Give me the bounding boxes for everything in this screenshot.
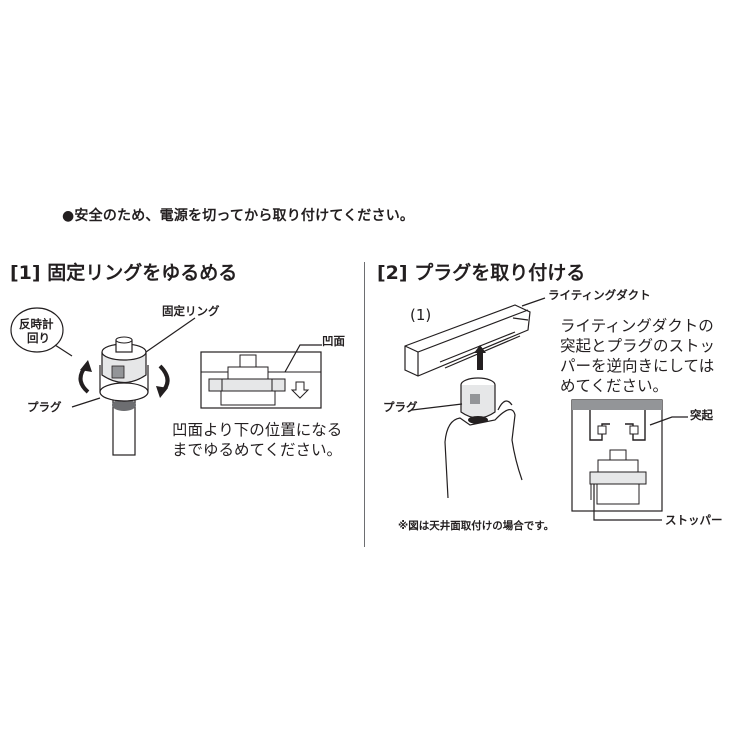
plug-label-step1: プラグ xyxy=(27,400,62,414)
step1-instruction-line2: までゆるめてください。 xyxy=(172,441,343,459)
up-arrow-icon xyxy=(474,345,486,370)
recess-label: 凹面 xyxy=(322,334,345,348)
step2-title: [2] プラグを取り付ける xyxy=(377,262,586,284)
recess-detail-box xyxy=(200,351,322,409)
plug-label-step2: プラグ xyxy=(383,400,418,414)
reverse-bubble xyxy=(10,307,64,353)
sub-step-number: (1) xyxy=(410,306,432,324)
step2-instruction-line4: めてください。 xyxy=(560,377,669,395)
step2-instruction-line2: 突起とプラグのストッ xyxy=(560,337,716,355)
step1-instruction-line1: 凹面より下の位置になる xyxy=(172,421,343,439)
protrusion-label: 突起 xyxy=(690,408,713,422)
down-arrow-icon xyxy=(290,381,310,399)
stopper-detail-box xyxy=(571,399,663,512)
step1-title: [1] 固定リングをゆるめる xyxy=(10,262,238,284)
section-divider xyxy=(364,262,365,547)
fixing-ring-label: 固定リング xyxy=(162,304,220,318)
step2-instruction-line1: ライティングダクトの xyxy=(560,317,714,335)
ceiling-mount-note: ※図は天井面取付けの場合です。 xyxy=(398,520,555,532)
plug-step2 xyxy=(460,377,496,424)
step2-instruction-line3: パーを逆向きにしては xyxy=(560,357,715,375)
lighting-duct-label: ライティングダクト xyxy=(548,288,651,302)
safety-notice: ●安全のため、電源を切ってから取り付けてください。 xyxy=(62,208,415,224)
reverse-label-line1: 反時計 xyxy=(19,317,54,331)
hand-icon xyxy=(444,409,523,499)
plug-step1 xyxy=(99,336,149,456)
reverse-label-line2: 回り xyxy=(27,331,50,345)
lighting-duct xyxy=(404,304,531,377)
stopper-label: ストッパー xyxy=(665,513,723,527)
